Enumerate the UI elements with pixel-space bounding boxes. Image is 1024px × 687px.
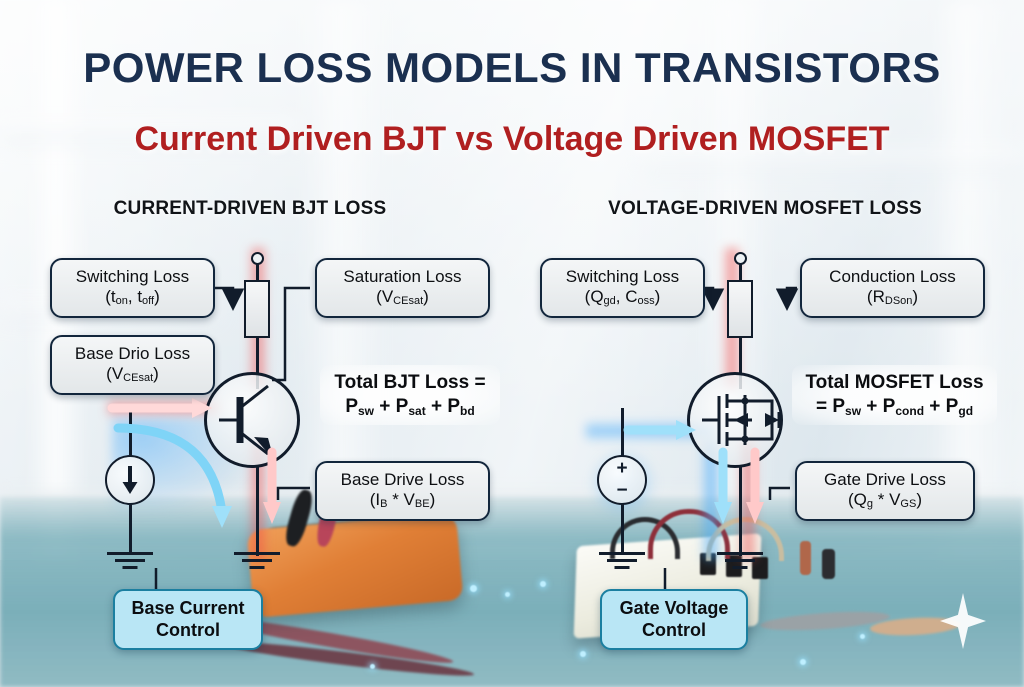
bjt-source-bottom-wire (129, 504, 132, 552)
down-arrow-icon (122, 466, 138, 494)
section-heading-mosfet: VOLTAGE-DRIVEN MOSFET LOSS (608, 198, 922, 219)
box-saturation-loss[interactable]: Saturation Loss (VCEsat) (315, 258, 490, 319)
ctrl-line1: Gate Voltage (619, 598, 729, 618)
box-switching-loss-mosfet[interactable]: Switching Loss (Qgd, Coss) (540, 258, 705, 319)
gate-source-glow (700, 440, 722, 560)
box-line2: (ton, toff) (105, 287, 160, 308)
box-line1: Switching Loss (565, 267, 680, 286)
mosfet-source-bottom-wire (621, 504, 624, 552)
mosfet-drain-wire (739, 337, 742, 389)
page-title: POWER LOSS MODELS IN TRANSISTORS (83, 44, 941, 91)
base-current-control[interactable]: Base Current Control (113, 589, 263, 651)
box-line2: (VCEsat) (376, 287, 429, 308)
section-heading-bjt: CURRENT-DRIVEN BJT LOSS (113, 198, 387, 219)
mosfet-transistor-symbol (687, 372, 783, 468)
box-gate-drive-loss[interactable]: Gate Drive Loss (Qg * VGS) (795, 461, 975, 522)
total-line2: = Psw + Psat + Pbd (345, 372, 486, 418)
source-minus-label: − (616, 480, 628, 501)
box-base-drive-loss[interactable]: Base Drive Loss (IB * VBE) (315, 461, 490, 522)
bjt-source-top-wire (129, 408, 132, 456)
base-current-glow (108, 398, 218, 418)
mosfet-supply-wire (739, 264, 742, 280)
mosfet-drain-resistor (727, 280, 753, 338)
box-switching-loss-bjt[interactable]: Switching Loss (ton, toff) (50, 258, 215, 319)
box-line1: Base Drive Loss (340, 470, 465, 489)
box-line1: Saturation Loss (343, 267, 462, 286)
source-plus-label: + (616, 457, 628, 479)
box-conduction-loss[interactable]: Conduction Loss (RDSon) (800, 258, 985, 319)
page-subtitle: Current Driven BJT vs Voltage Driven MOS… (134, 120, 890, 158)
ctrl-line1: Base Current (131, 598, 245, 618)
box-line2: (Qg * VGS) (848, 490, 922, 511)
box-line1: Conduction Loss (829, 267, 956, 286)
mosfet-source-top-wire (621, 408, 624, 456)
gate-voltage-control[interactable]: Gate Voltage Control (600, 589, 748, 651)
bjt-emitter-wire (256, 466, 259, 556)
ctrl-line2: Control (642, 619, 706, 640)
bjt-collector-resistor (244, 280, 270, 338)
box-line2: (RDSon) (866, 287, 919, 308)
box-line1: Gate Drive Loss (824, 470, 946, 489)
box-line2: (VCEsat) (106, 364, 159, 385)
total-bjt-loss: Total BJT Loss = Psw + Psat + Pbd (320, 365, 500, 425)
mosfet-voltage-source: + − (597, 455, 647, 505)
total-line1: Total BJT Loss (334, 372, 470, 393)
box-line1: Switching Loss (75, 267, 190, 286)
box-line2: (Qgd, Coss) (584, 287, 661, 308)
mosfet-source-wire (739, 466, 742, 556)
bjt-current-source (105, 455, 155, 505)
box-line1: Base Drio Loss (74, 344, 191, 363)
bjt-transistor-symbol (204, 372, 300, 468)
total-mosfet-loss: Total MOSFET Loss = Psw + Pcond + Pgd (792, 365, 997, 425)
box-base-drio-loss[interactable]: Base Drio Loss (VCEsat) (50, 335, 215, 396)
bjt-supply-wire (256, 264, 259, 280)
total-line1: Total MOSFET Loss (805, 372, 984, 393)
bjt-collector-wire (256, 337, 259, 389)
ctrl-line2: Control (156, 619, 220, 640)
total-line2: = Psw + Pcond + Pgd (815, 395, 974, 418)
box-line2: (IB * VBE) (369, 490, 436, 511)
